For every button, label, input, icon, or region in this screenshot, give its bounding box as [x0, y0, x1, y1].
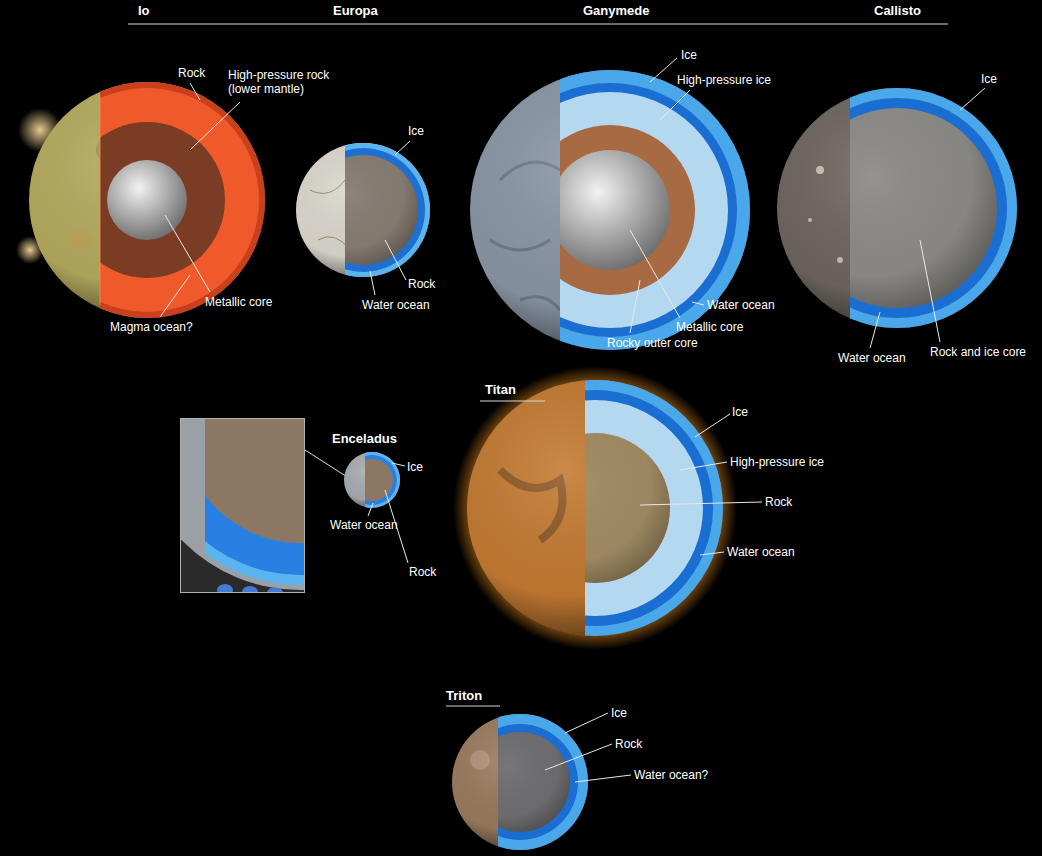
layer-label: Water ocean? — [634, 768, 708, 782]
layer-label: Ice — [611, 706, 627, 720]
layer-label: Rock — [765, 495, 792, 509]
moon-node: Io — [136, 2, 152, 19]
moon-node: Ganymede — [581, 2, 651, 19]
layer-label: Water ocean — [727, 545, 795, 559]
layer-label: Ice — [732, 405, 748, 419]
moon-node: Europa — [331, 2, 380, 19]
layer-label: High-pressure ice — [677, 73, 771, 87]
layer-label: Rock — [408, 277, 435, 291]
layer-label: Ice — [407, 460, 423, 474]
layer-label: Rock — [615, 737, 642, 751]
moon-name: Triton — [446, 688, 482, 703]
layer-label: Ice — [981, 72, 997, 86]
layer-label: Water ocean — [838, 351, 906, 365]
moon-node: Enceladus — [330, 430, 399, 447]
moon-name: Europa — [333, 3, 378, 18]
moon-name: Callisto — [874, 3, 921, 18]
layer-label: Ice — [408, 124, 424, 138]
layer-label: Rock — [409, 565, 436, 579]
layer-label: Metallic core — [676, 320, 743, 334]
layer-label: Water ocean — [707, 298, 775, 312]
moon-name: Enceladus — [332, 431, 397, 446]
layer-label: Ice — [681, 48, 697, 62]
layer-label: High-pressure rock (lower mantle) — [228, 68, 360, 96]
moon-node: Triton — [444, 687, 484, 704]
layer-label: Water ocean — [330, 518, 398, 532]
layer-label: Rock and ice core — [930, 345, 1026, 359]
moon-node: Titan — [483, 381, 518, 398]
layer-label: Water ocean — [362, 298, 430, 312]
moon-name: Ganymede — [583, 3, 649, 18]
layer-label: Rocky outer core — [607, 336, 698, 350]
moon-name: Io — [138, 3, 150, 18]
moon-name: Titan — [485, 382, 516, 397]
layer-label: High-pressure ice — [730, 455, 824, 469]
layer-label: Metallic core — [205, 295, 272, 309]
layer-label: Magma ocean? — [110, 320, 193, 334]
layer-label: Rock — [178, 66, 205, 80]
moon-node: Callisto — [872, 2, 923, 19]
